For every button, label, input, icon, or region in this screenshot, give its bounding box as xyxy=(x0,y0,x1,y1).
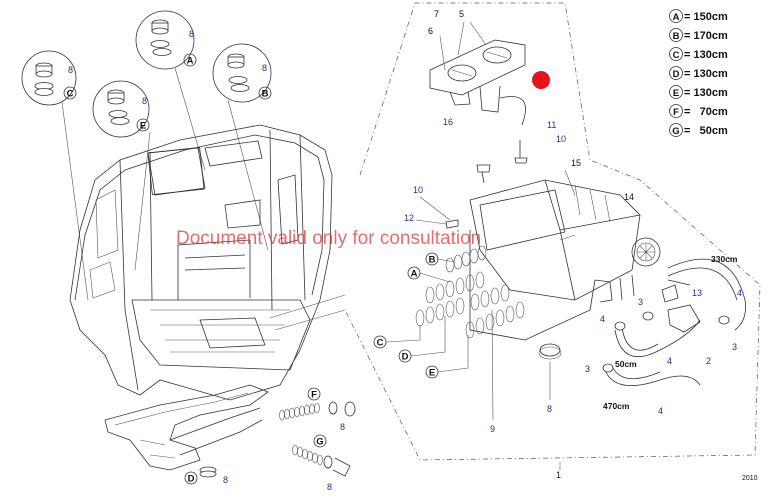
callout-8: 8 xyxy=(189,29,194,39)
circle-letter-c: C xyxy=(67,89,74,100)
detail-circle-e: 8 E xyxy=(92,80,150,138)
detail-circle-c: 8 C xyxy=(21,50,77,106)
legend-length: = 50cm xyxy=(684,125,728,137)
callout-5: 5 xyxy=(459,9,464,19)
circle-letter-g: G xyxy=(316,437,323,448)
callout-8: 8 xyxy=(327,482,332,492)
callout-4: 4 xyxy=(658,406,663,416)
legend-letter-circle xyxy=(669,66,683,80)
callout-8: 8 xyxy=(142,96,147,106)
heater-unit-drawing xyxy=(445,140,661,341)
legend-row-b: B = 170cm xyxy=(669,28,728,42)
legend-letter: G xyxy=(672,126,679,137)
hose-g: 8 G xyxy=(292,434,351,492)
legend-row-c: C = 130cm xyxy=(669,47,728,61)
legend-length: = 150cm xyxy=(684,11,728,23)
legend-letter-circle xyxy=(669,104,683,118)
circle-letter-b: B xyxy=(262,89,269,100)
callout-numbers: 7 5 6 16 11 10 15 14 10 12 13 4 3 2 4 3 … xyxy=(404,9,758,482)
callout-10: 10 xyxy=(556,134,566,144)
callout-2: 2 xyxy=(706,356,711,366)
detail-circle-a: 8 A xyxy=(135,10,197,70)
circle-letter-d: D xyxy=(402,352,409,363)
legend-letter: A xyxy=(673,12,680,23)
control-panel-drawing xyxy=(429,21,526,126)
legend-length: = 70cm xyxy=(684,106,728,118)
cab-frame-drawing xyxy=(69,124,333,401)
consultation-watermark: Document valid only for consultation xyxy=(176,228,481,249)
callout-9: 9 xyxy=(490,424,495,434)
duct-hoses xyxy=(415,245,525,339)
detail-circle-b: 8 B xyxy=(212,43,272,103)
circle-letter-a: A xyxy=(187,56,194,67)
legend-letter-circle xyxy=(669,47,683,61)
legend-letter: B xyxy=(673,31,680,42)
callout-15: 15 xyxy=(571,158,581,168)
callout-3: 3 xyxy=(638,297,643,307)
legend-row-g: G = 50cm xyxy=(669,123,728,137)
callout-4: 4 xyxy=(667,356,672,366)
circle-letter-c: C xyxy=(377,338,384,349)
legend-length: = 170cm xyxy=(684,30,728,42)
callout-6: 6 xyxy=(428,26,433,36)
callout-8: 8 xyxy=(340,422,345,432)
circle-letter-e: E xyxy=(429,368,435,379)
callout-11: 11 xyxy=(547,120,556,130)
floor-duct-drawing: 8 D xyxy=(104,384,269,485)
callout-4: 4 xyxy=(600,314,605,324)
callout-14: 14 xyxy=(624,192,634,202)
legend-letter-circle xyxy=(669,9,683,23)
circle-letter-e: E xyxy=(140,121,146,132)
legend-letter-circle xyxy=(669,28,683,42)
hose-length-330cm: 330cm xyxy=(711,254,738,264)
legend-letter: F xyxy=(673,107,679,118)
callout-1: 1 xyxy=(556,470,561,480)
legend-row-e: E = 130cm xyxy=(669,85,728,99)
duct-letters: B A C D E xyxy=(373,252,469,379)
legend-row-d: D = 130cm xyxy=(669,66,728,80)
legend-row-f: F = 70cm xyxy=(669,104,728,118)
legend-row-a: A = 150cm xyxy=(669,9,728,23)
circle-letter-a: A xyxy=(411,269,418,280)
exploded-view-outline xyxy=(344,2,761,461)
callout-8: 8 xyxy=(547,404,552,414)
water-hoses xyxy=(602,258,746,386)
callout-8: 8 xyxy=(68,65,73,75)
legend-length: = 130cm xyxy=(684,49,728,61)
legend-letter: D xyxy=(673,69,680,80)
callout-10: 10 xyxy=(413,185,423,195)
callout-8: 8 xyxy=(262,63,267,73)
legend-letter: C xyxy=(673,50,680,61)
footer-code: 2010 xyxy=(742,475,758,482)
hose-f: 8 F xyxy=(279,387,356,432)
circle-letter-f: F xyxy=(311,390,317,401)
legend-letter: E xyxy=(673,88,679,99)
hose-length-50cm: 50cm xyxy=(615,359,637,369)
callout-13: 13 xyxy=(692,288,702,298)
callout-7: 7 xyxy=(434,9,439,19)
callout-12: 12 xyxy=(404,213,414,223)
hose-length-470cm: 470cm xyxy=(603,401,630,411)
legend-length: = 130cm xyxy=(684,87,728,99)
legend-length: = 130cm xyxy=(684,68,728,80)
circle-letter-b: B xyxy=(429,255,436,266)
callout-3: 3 xyxy=(585,364,590,374)
callout-16: 16 xyxy=(443,117,453,127)
circle-letter-d: D xyxy=(188,474,195,485)
legend-letter-circle xyxy=(669,123,683,137)
callout-3: 3 xyxy=(732,342,737,352)
callout-4: 4 xyxy=(737,288,742,298)
callout-8: 8 xyxy=(223,475,228,485)
legend-letter-circle xyxy=(669,85,683,99)
red-marker-dot xyxy=(532,71,550,89)
